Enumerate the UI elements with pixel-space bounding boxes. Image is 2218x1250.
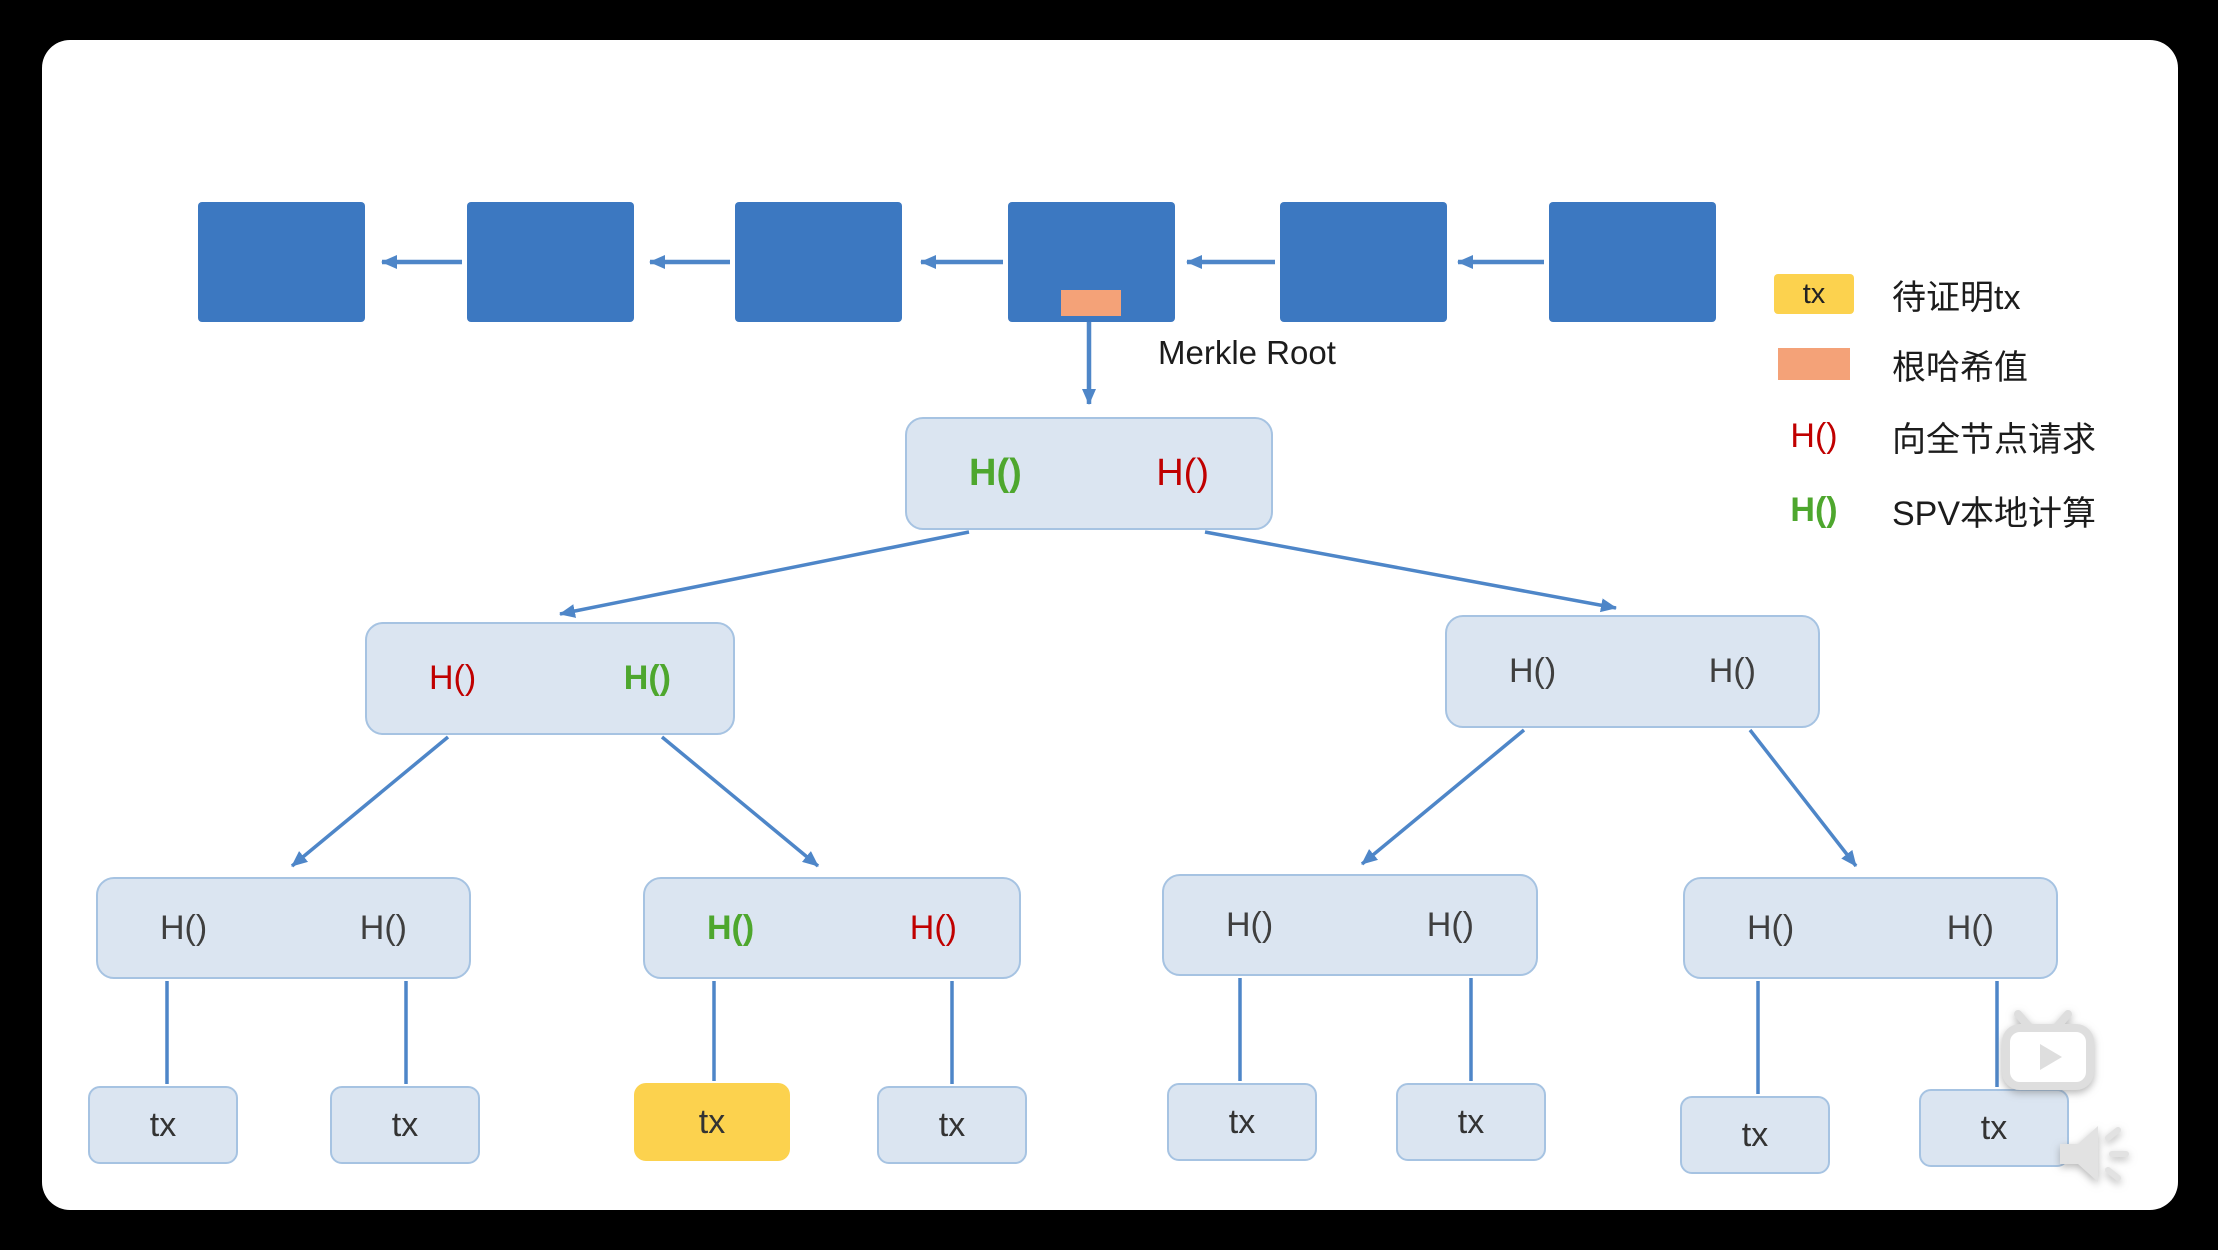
hash-label: H() [1509, 652, 1557, 690]
tree-node-level3-1: H() H() [96, 877, 471, 979]
hash-label: H() [623, 659, 671, 697]
hash-label: H() [1747, 908, 1795, 947]
tx-leaf-7: tx [1680, 1096, 1830, 1174]
hash-label: H() [1708, 652, 1756, 690]
red-hash-swatch: H() [1790, 416, 1838, 455]
legend-swatch-cell: H() [1762, 417, 1866, 456]
leaf-connectors [165, 978, 1999, 1094]
hash-label: H() [969, 452, 1022, 494]
legend-item-request-from-full-node: H() 向全节点请求 [1762, 412, 2096, 460]
hash-label: H() [1426, 905, 1474, 944]
green-hash-swatch: H() [1790, 490, 1838, 529]
hash-label: H() [1946, 908, 1994, 947]
legend-swatch-cell: H() [1762, 491, 1866, 530]
speaker-icon[interactable] [2052, 1116, 2142, 1201]
legend-swatch-cell [1762, 348, 1866, 380]
tree-node-level2-right: H() H() [1445, 615, 1820, 728]
tx-leaf-5: tx [1167, 1083, 1317, 1161]
blockchain-block [198, 202, 365, 322]
tree-node-level3-3: H() H() [1162, 874, 1538, 976]
hash-label: H() [1226, 905, 1274, 944]
blockchain-block [467, 202, 634, 322]
blockchain-block [1280, 202, 1447, 322]
hash-label: H() [359, 908, 407, 947]
legend-item-pending-tx: tx 待证明tx [1762, 270, 2020, 318]
merkle-root-marker [1061, 290, 1121, 316]
orange-root-hash-swatch [1778, 348, 1850, 380]
yellow-tx-swatch: tx [1774, 274, 1854, 314]
legend-item-spv-local-compute: H() SPV本地计算 [1762, 486, 2096, 534]
tx-leaf-6: tx [1396, 1083, 1546, 1161]
blockchain-block [735, 202, 902, 322]
tx-leaf-3-highlighted: tx [634, 1083, 790, 1161]
blockchain-arrows [381, 255, 1544, 405]
tx-leaf-4: tx [877, 1086, 1027, 1164]
merkle-root-node: H() H() [905, 417, 1273, 530]
hash-label: H() [909, 908, 957, 947]
tree-node-level2-left: H() H() [365, 622, 735, 735]
tx-leaf-8: tx [1919, 1089, 2069, 1167]
hash-label: H() [429, 659, 477, 697]
legend-label: SPV本地计算 [1892, 494, 2097, 533]
blockchain-block [1549, 202, 1716, 322]
tree-node-level3-4: H() H() [1683, 877, 2058, 979]
legend-item-root-hash: 根哈希值 [1762, 340, 2028, 388]
legend-swatch-cell: tx [1762, 274, 1866, 314]
legend-label: 向全节点请求 [1892, 420, 2096, 459]
tx-leaf-2: tx [330, 1086, 480, 1164]
tree-node-level3-2: H() H() [643, 877, 1021, 979]
hash-label: H() [1156, 452, 1209, 494]
tree-arrows [290, 530, 1858, 868]
legend-label: 待证明tx [1892, 278, 2021, 317]
merkle-root-label: Merkle Root [1158, 334, 1336, 371]
tx-leaf-1: tx [88, 1086, 238, 1164]
tv-play-watermark-icon [2000, 1008, 2096, 1099]
hash-label: H() [160, 908, 208, 947]
hash-label: H() [707, 908, 755, 947]
legend-label: 根哈希值 [1892, 348, 2028, 387]
